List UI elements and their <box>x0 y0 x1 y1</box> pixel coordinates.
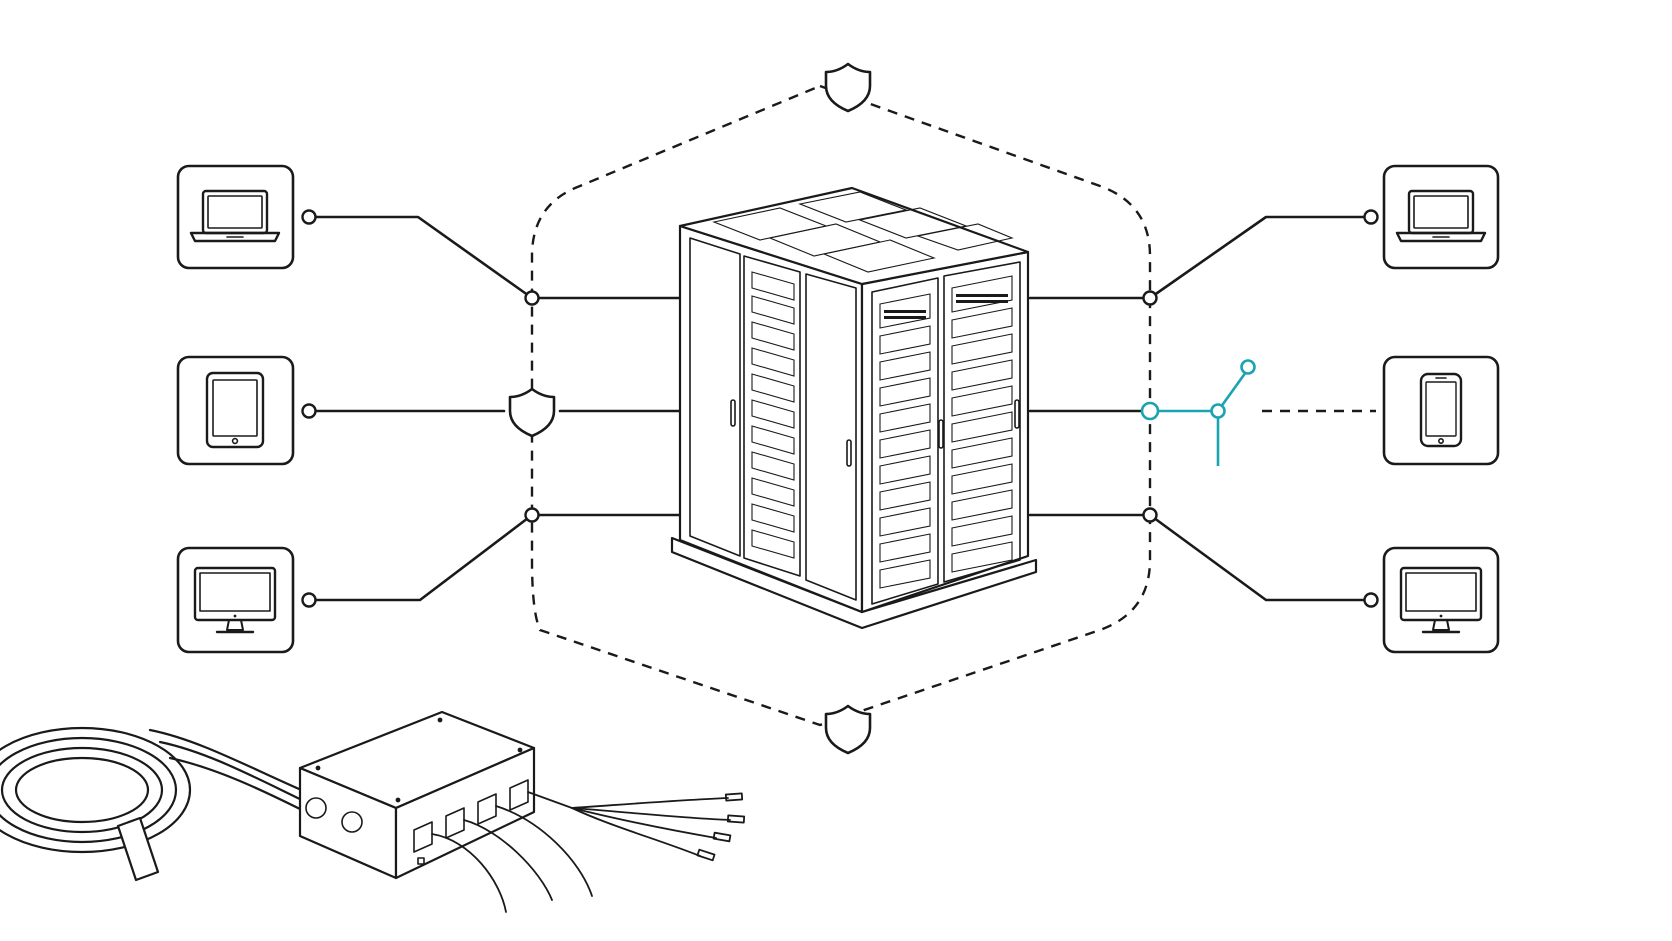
rack-handle <box>730 399 852 467</box>
right-connections <box>1028 209 1379 608</box>
device-tablet-left <box>176 355 295 466</box>
shield-icon <box>824 62 872 113</box>
security-perimeter <box>530 84 1152 727</box>
shield-icon <box>824 704 872 755</box>
device-monitor-right <box>1382 546 1500 654</box>
device-laptop-left <box>176 164 295 270</box>
junction-box-with-cables-icon <box>0 710 746 913</box>
device-monitor-left <box>176 546 295 654</box>
device-laptop-right <box>1382 164 1500 270</box>
open-switch-icon <box>1140 359 1256 466</box>
device-phone-right <box>1382 355 1500 466</box>
left-connections <box>301 209 682 608</box>
shield-icon <box>508 387 556 438</box>
server-rack-icon <box>670 186 1038 630</box>
